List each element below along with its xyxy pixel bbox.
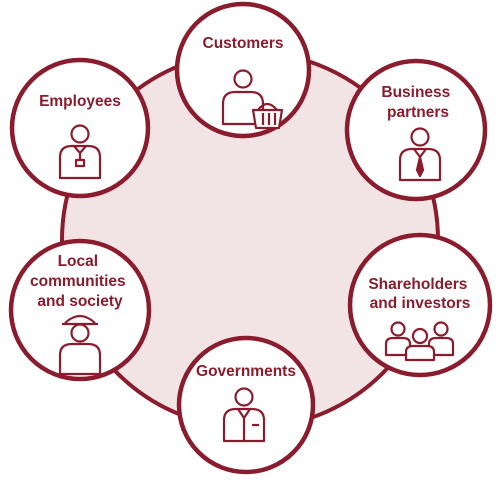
label-line: communities xyxy=(30,273,126,290)
label-line: Customers xyxy=(203,35,284,52)
node-circle xyxy=(8,238,152,382)
node-label-local-communities: Local communities and society xyxy=(30,253,130,310)
label-line: Shareholders xyxy=(368,276,467,293)
node-circle xyxy=(347,232,493,378)
node-employees: Employees xyxy=(9,57,151,199)
node-circle xyxy=(9,57,151,199)
employee-with-badge-icon xyxy=(58,124,102,180)
label-line: partners xyxy=(387,104,449,121)
label-line: and society xyxy=(37,293,123,310)
label-line: Business xyxy=(381,84,450,101)
person-with-hat-icon xyxy=(58,314,102,376)
node-customers: Customers xyxy=(174,1,312,139)
label-line: and investors xyxy=(370,295,471,312)
customer-with-basket-icon xyxy=(221,69,284,130)
node-governments: Governments xyxy=(176,335,316,475)
label-line: Local xyxy=(58,253,98,270)
group-of-people-icon xyxy=(384,321,455,362)
node-label-employees: Employees xyxy=(39,93,121,110)
government-official-icon xyxy=(222,387,266,443)
node-shareholders-investors: Shareholders and investors xyxy=(347,232,493,378)
node-business-partners: Business partners xyxy=(344,58,488,202)
node-label-shareholders: Shareholders and investors xyxy=(368,276,471,312)
node-label-governments: Governments xyxy=(196,363,296,380)
node-label-customers: Customers xyxy=(203,35,284,52)
businessman-with-tie-icon xyxy=(398,127,442,182)
node-label-business-partners: Business partners xyxy=(381,84,454,121)
node-local-communities: Local communities and society xyxy=(8,238,152,382)
label-line: Employees xyxy=(39,93,121,110)
label-line: Governments xyxy=(196,363,296,380)
